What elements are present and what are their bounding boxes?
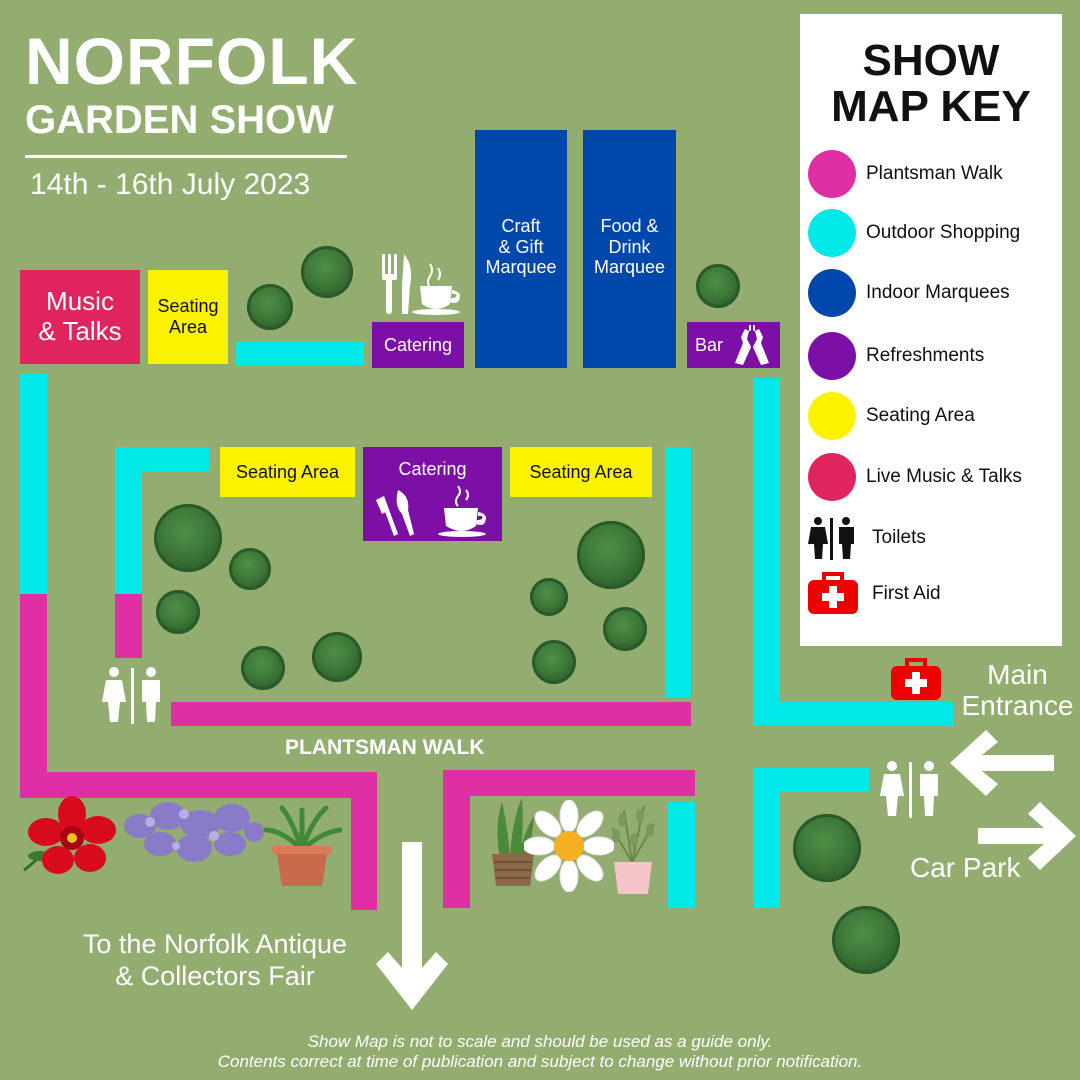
show-title: NORFOLK xyxy=(25,24,359,98)
key-label: Indoor Marquees xyxy=(866,282,1010,303)
seating-area-top[interactable]: Seating Area xyxy=(148,270,228,364)
toilets-icon xyxy=(808,517,854,560)
show-dates: 14th - 16th July 2023 xyxy=(30,168,311,201)
map-key-panel: SHOW MAP KEY Plantsman Walk Outdoor Shop… xyxy=(800,14,1062,646)
bottles-icon xyxy=(735,325,770,365)
key-label: Live Music & Talks xyxy=(866,466,1022,487)
live-music-swatch xyxy=(808,453,856,501)
car-park-label: Car Park xyxy=(910,852,1021,883)
arrow-left-icon xyxy=(950,730,1054,796)
plantsman-walk-path-left xyxy=(20,594,47,798)
antique-fair-label: To the Norfolk Antique & Collectors Fair xyxy=(82,929,348,992)
plantsman-walk-path-inner-bottom xyxy=(171,702,691,726)
music-talks-zone[interactable]: Music & Talks xyxy=(20,270,140,364)
show-subtitle: GARDEN SHOW xyxy=(25,98,334,142)
toilets-icon xyxy=(880,761,938,818)
plantsman-walk-path-down-right xyxy=(443,770,470,908)
bush xyxy=(154,504,222,572)
cutlery-cup-icon-center xyxy=(376,485,486,537)
outdoor-shopping-path-lower-right-top xyxy=(753,768,869,792)
key-item-seating-area: Seating Area xyxy=(808,392,975,440)
disclaimer-note: Show Map is not to scale and should be u… xyxy=(217,1032,863,1072)
outdoor-shopping-path-entrance xyxy=(753,702,953,726)
red-flower-icon xyxy=(23,796,116,874)
arrow-down-icon xyxy=(376,842,448,1010)
herb-pot-icon xyxy=(611,805,655,894)
bush xyxy=(301,246,353,298)
plantsman-walk-path-inner-left xyxy=(115,594,142,658)
bush xyxy=(532,640,576,684)
key-label: Seating Area xyxy=(866,405,975,426)
lavender-icon xyxy=(124,802,264,862)
cutlery-cup-icon xyxy=(382,254,460,315)
bush xyxy=(603,607,647,651)
bar-zone[interactable]: Bar xyxy=(687,322,780,368)
plantsman-walk-path-bottom-left xyxy=(20,772,377,798)
bush xyxy=(247,284,293,330)
bush xyxy=(312,632,362,682)
first-aid-icon xyxy=(891,658,941,700)
food-drink-marquee[interactable]: Food & Drink Marquee xyxy=(583,130,676,368)
bush xyxy=(156,590,200,634)
arrow-right-icon xyxy=(978,802,1076,870)
catering-top[interactable]: Catering xyxy=(372,322,464,368)
bush xyxy=(793,814,861,882)
key-label: Refreshments xyxy=(866,345,985,366)
first-aid-icon xyxy=(808,572,858,614)
key-item-indoor-marquees: Indoor Marquees xyxy=(808,269,1010,317)
daisy-icon xyxy=(524,800,614,892)
outdoor-shopping-path-inner-left xyxy=(115,447,142,595)
bush xyxy=(530,578,568,616)
title-divider xyxy=(25,155,347,158)
key-item-live-music: Live Music & Talks xyxy=(808,453,1022,501)
outdoor-shopping-swatch xyxy=(808,209,856,257)
key-item-plantsman-walk: Plantsman Walk xyxy=(808,150,1003,198)
plantsman-walk-label: PLANTSMAN WALK xyxy=(285,736,485,759)
plantsman-walk-swatch xyxy=(808,150,856,198)
bush xyxy=(696,264,740,308)
key-item-toilets: Toilets xyxy=(808,514,926,562)
outdoor-shopping-path xyxy=(236,342,364,366)
plantsman-walk-path-down xyxy=(351,772,377,910)
bush xyxy=(229,548,271,590)
map-key-title: SHOW MAP KEY xyxy=(831,36,1031,132)
craft-gift-marquee[interactable]: Craft & Gift Marquee xyxy=(475,130,567,368)
outdoor-shopping-path-left xyxy=(20,374,47,594)
bush xyxy=(241,646,285,690)
key-label: Outdoor Shopping xyxy=(866,222,1021,243)
outdoor-shopping-path-right xyxy=(753,378,780,726)
bar-label: Bar xyxy=(695,334,724,355)
key-label: Plantsman Walk xyxy=(866,163,1003,184)
key-label: Toilets xyxy=(872,527,926,548)
fern-pot-icon xyxy=(263,805,342,886)
catering-center[interactable]: Catering xyxy=(363,447,502,541)
outdoor-shopping-path-inner-right xyxy=(665,447,691,697)
key-label: First Aid xyxy=(872,583,941,604)
key-item-first-aid: First Aid xyxy=(808,570,941,618)
key-item-refreshments: Refreshments xyxy=(808,332,984,380)
refreshments-swatch xyxy=(808,332,856,380)
main-entrance-label: Main Entrance xyxy=(961,659,1074,721)
bush xyxy=(577,521,645,589)
outdoor-shopping-path-bottom xyxy=(668,802,695,908)
seating-area-swatch xyxy=(808,392,856,440)
seating-area-right[interactable]: Seating Area xyxy=(510,447,652,497)
indoor-marquees-swatch xyxy=(808,269,856,317)
plantsman-walk-path-bottom-right xyxy=(443,770,695,796)
seating-area-left[interactable]: Seating Area xyxy=(220,447,355,497)
bush xyxy=(832,906,900,974)
toilets-icon xyxy=(102,667,160,724)
key-item-outdoor-shopping: Outdoor Shopping xyxy=(808,209,1020,257)
